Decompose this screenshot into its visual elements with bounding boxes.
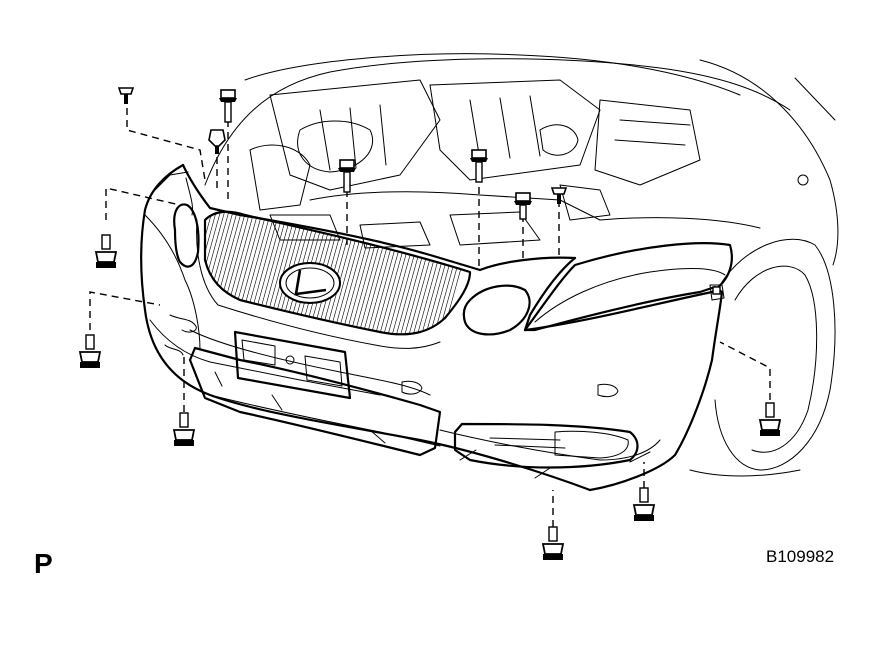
grille-hatch-line bbox=[150, 200, 190, 345]
grille-hatch-line bbox=[216, 211, 258, 335]
fasteners bbox=[78, 87, 782, 560]
grille-hatch-line bbox=[334, 211, 376, 335]
grille-hatch-line bbox=[351, 211, 392, 335]
grille-hatch-line bbox=[212, 211, 254, 335]
grille-hatch-line bbox=[426, 211, 468, 335]
grille-hatch-line bbox=[342, 211, 384, 335]
fender-and-wheel bbox=[599, 59, 839, 477]
engine-bay bbox=[204, 53, 791, 249]
clip-icon bbox=[208, 129, 226, 154]
grille-hatch-line bbox=[205, 211, 237, 335]
grille-hatch-line bbox=[359, 211, 401, 335]
bolt-icon bbox=[514, 192, 532, 220]
fastener-guide-lines bbox=[89, 108, 771, 527]
grille-hatch-line bbox=[439, 211, 470, 335]
clip-icon bbox=[550, 187, 568, 204]
view-label: P bbox=[34, 548, 53, 579]
grille-hatch-line bbox=[355, 211, 397, 335]
grille-hatch-line bbox=[221, 211, 262, 335]
clip-icon bbox=[712, 286, 721, 295]
grille-hatch-line bbox=[363, 211, 405, 335]
bolt-icon bbox=[338, 159, 356, 193]
grille-hatch-line bbox=[205, 211, 224, 335]
grille-hatch-line bbox=[372, 211, 413, 335]
grille-hatch-line bbox=[205, 211, 216, 335]
grille-hatch-line bbox=[205, 211, 220, 335]
grille-hatch-line bbox=[225, 211, 266, 335]
bolt-icon bbox=[219, 89, 237, 123]
figure-id: B109982 bbox=[766, 547, 835, 566]
grille-hatch-line bbox=[338, 211, 380, 335]
bolt-icon bbox=[758, 402, 782, 436]
grille-hatch-line bbox=[422, 211, 464, 335]
grille-hatch-line bbox=[205, 211, 208, 335]
grille-hatch-line bbox=[401, 211, 443, 335]
grille-hatch-line bbox=[205, 211, 233, 335]
bolt-icon bbox=[470, 149, 488, 183]
grille-hatch-line bbox=[205, 211, 212, 335]
grille-hatch-line bbox=[208, 211, 250, 335]
wiring-harness bbox=[164, 177, 197, 356]
lexus-emblem-icon bbox=[279, 262, 341, 304]
grille-hatch-line bbox=[389, 211, 430, 335]
grille-hatch-line bbox=[205, 211, 241, 335]
screw-icon bbox=[117, 87, 135, 104]
bolt-icon bbox=[78, 334, 102, 368]
grille-hatch-line bbox=[368, 211, 409, 335]
bolt-icon bbox=[172, 412, 196, 446]
grille-hatch-line bbox=[237, 211, 279, 335]
radiator-grille bbox=[150, 200, 472, 349]
grille-hatch-line bbox=[376, 211, 418, 335]
grille-hatch-line bbox=[393, 211, 434, 335]
screw-icon bbox=[94, 234, 118, 268]
grille-hatch-line bbox=[414, 211, 455, 335]
grille-hatch-line bbox=[229, 211, 271, 335]
bolt-icon bbox=[632, 487, 656, 521]
grille-hatch-line bbox=[158, 200, 198, 345]
grille-hatch-line bbox=[347, 211, 388, 335]
bolt-icon bbox=[541, 526, 565, 560]
bumper-cover bbox=[140, 163, 725, 492]
headlights bbox=[154, 171, 733, 336]
grille-hatch-line bbox=[233, 211, 275, 335]
